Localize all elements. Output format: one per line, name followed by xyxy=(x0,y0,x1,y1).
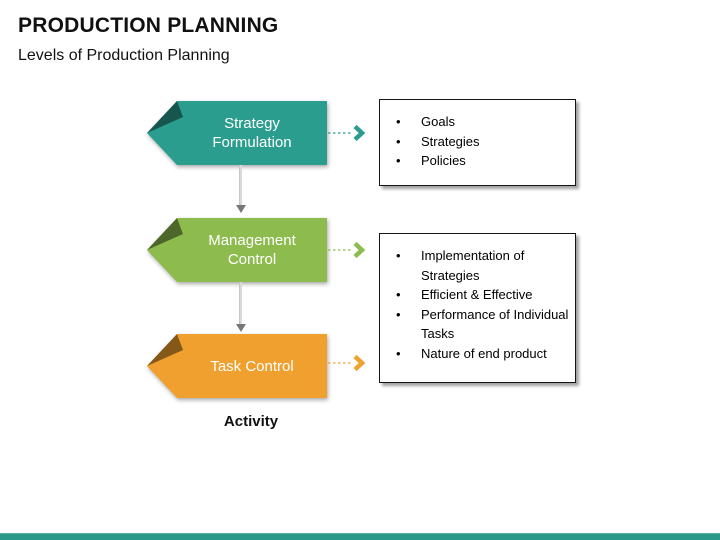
level-arrow-management-control: Management Control xyxy=(147,218,327,282)
down-arrowhead-icon xyxy=(236,324,246,332)
left-pentagon-arrow-icon xyxy=(147,334,327,398)
level-label: Management Control xyxy=(208,232,296,268)
bullet-item: •Performance of Individual Tasks xyxy=(396,306,569,342)
bullet-item: •Efficient & Effective xyxy=(396,287,533,302)
vertical-connector-line xyxy=(239,165,242,206)
level-arrow-task-control: Task Control xyxy=(147,334,327,398)
down-arrowhead-icon xyxy=(236,205,246,213)
vertical-connector-line xyxy=(239,282,242,325)
left-pentagon-arrow-icon xyxy=(147,101,327,165)
bullet-item: •Nature of end product xyxy=(396,345,547,361)
bottom-accent-bar xyxy=(0,533,720,540)
dashed-chevron-connector-icon xyxy=(328,354,366,372)
bullet-item: •Goals xyxy=(396,114,455,129)
page-title: PRODUCTION PLANNING xyxy=(18,14,279,37)
bullet-item: •Policies xyxy=(396,153,466,168)
page-subtitle: Levels of Production Planning xyxy=(18,47,230,64)
level-arrow-strategy-formulation: Strategy Formulation xyxy=(147,101,327,165)
bullet-item: •Strategies xyxy=(396,133,480,149)
dashed-chevron-connector-icon xyxy=(328,241,366,259)
bullet-item: •Implementation of Strategies xyxy=(396,248,525,283)
left-pentagon-arrow-icon xyxy=(147,218,327,282)
info-box-strategy: •Goals •Strategies •Policies xyxy=(379,99,576,186)
level-label: Strategy Formulation xyxy=(212,115,292,151)
info-box-control: •Implementation of Strategies •Efficient … xyxy=(379,233,576,383)
bullet-list: •Goals •Strategies •Policies xyxy=(380,100,575,171)
activity-label: Activity xyxy=(223,413,279,430)
dashed-chevron-connector-icon xyxy=(328,124,366,142)
bullet-list: •Implementation of Strategies •Efficient … xyxy=(380,234,575,363)
header: PRODUCTION PLANNING Levels of Production… xyxy=(18,14,278,65)
level-label: Task Control xyxy=(210,357,294,375)
